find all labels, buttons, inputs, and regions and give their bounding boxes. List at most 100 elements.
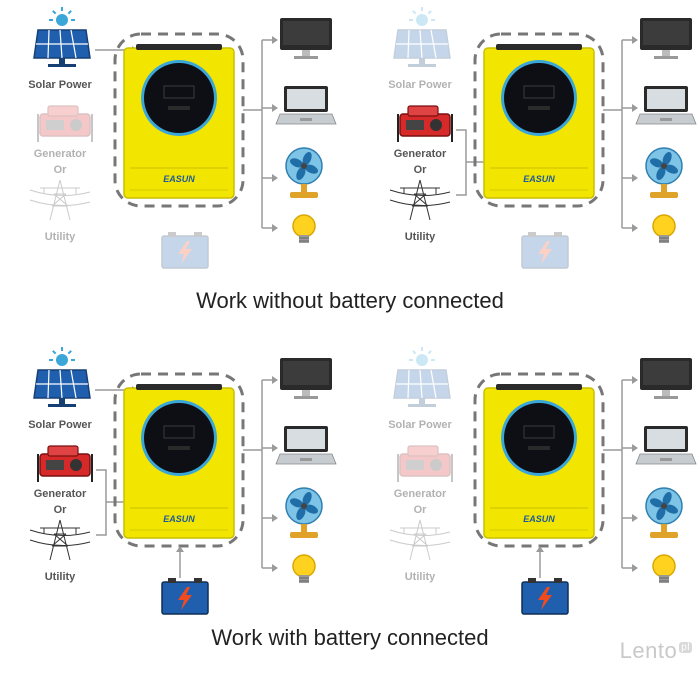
inverter-dashed-frame xyxy=(473,32,605,208)
wire-output-trunk xyxy=(243,40,263,228)
monitor-icon xyxy=(280,358,332,399)
label-generator: Generator xyxy=(394,148,447,160)
battery-icon xyxy=(521,232,569,269)
arrow-battery xyxy=(536,546,544,552)
utility-tower-icon xyxy=(29,519,91,561)
caption-without-battery: Work without battery connected xyxy=(196,288,504,313)
lightning-icon xyxy=(538,587,552,610)
arrow-load xyxy=(632,376,638,384)
sun-icon xyxy=(416,354,428,366)
wire-output-trunk xyxy=(243,380,263,568)
solar-panel-icon xyxy=(33,7,91,67)
laptop-icon xyxy=(275,426,337,465)
bulb-icon xyxy=(292,554,316,583)
label-or: Or xyxy=(54,504,68,516)
laptop-icon xyxy=(275,86,337,125)
label-utility: Utility xyxy=(45,231,76,243)
monitor-icon xyxy=(640,18,692,59)
inverter-dashed-frame xyxy=(113,372,245,548)
fan-icon xyxy=(285,147,323,198)
arrow-load xyxy=(632,514,638,522)
fan-icon xyxy=(645,487,683,538)
label-generator: Generator xyxy=(394,488,447,500)
lightning-icon xyxy=(178,587,192,610)
inverter-dashed-frame xyxy=(113,32,245,208)
utility-tower-icon xyxy=(29,179,91,221)
laptop-icon xyxy=(635,426,697,465)
solar-cells xyxy=(393,369,451,399)
arrow-load xyxy=(272,174,278,182)
wire-output-trunk xyxy=(603,40,623,228)
lightning-icon xyxy=(178,241,192,264)
monitor-icon xyxy=(640,358,692,399)
label-utility: Utility xyxy=(405,571,436,583)
monitor-icon xyxy=(280,18,332,59)
inverter-top-vent xyxy=(136,44,222,50)
sun-icon xyxy=(56,14,68,26)
arrow-load xyxy=(272,514,278,522)
caption-with-battery: Work with battery connected xyxy=(211,625,489,650)
arrow-load xyxy=(632,224,638,232)
label-solar-power: Solar Power xyxy=(388,79,452,91)
arrow-load xyxy=(272,224,278,232)
arrow-load xyxy=(632,564,638,572)
label-or: Or xyxy=(414,164,428,176)
inverter-dashed-frame xyxy=(473,372,605,548)
inverter-unit: EASUN xyxy=(123,44,235,199)
arrow-load xyxy=(632,104,638,112)
bulb-icon xyxy=(652,554,676,583)
label-utility: Utility xyxy=(45,571,76,583)
wire-output-trunk xyxy=(603,380,623,568)
utility-tower-icon xyxy=(389,519,451,561)
battery-icon xyxy=(521,578,569,615)
utility-tower-icon xyxy=(389,179,451,221)
arrow-load xyxy=(272,376,278,384)
laptop-icon xyxy=(635,86,697,125)
bulb-icon xyxy=(652,214,676,243)
inverter-unit: EASUN xyxy=(483,384,595,539)
sun-icon xyxy=(416,14,428,26)
label-or: Or xyxy=(414,504,428,516)
arrow-load xyxy=(272,444,278,452)
lightning-icon xyxy=(538,241,552,264)
label-solar-power: Solar Power xyxy=(388,419,452,431)
arrow-load xyxy=(272,564,278,572)
battery-icon xyxy=(161,578,209,615)
inverter-top-vent xyxy=(496,384,582,390)
brand-logo: EASUN xyxy=(523,174,555,184)
label-or: Or xyxy=(54,164,68,176)
inverter-unit: EASUN xyxy=(483,44,595,199)
label-solar-power: Solar Power xyxy=(28,79,92,91)
fan-icon xyxy=(645,147,683,198)
generator-icon xyxy=(397,445,453,482)
bulb-icon xyxy=(292,214,316,243)
solar-panel-icon xyxy=(393,347,451,407)
arrow-battery xyxy=(176,546,184,552)
generator-icon xyxy=(37,445,93,482)
sun-icon xyxy=(56,354,68,366)
brand-logo: EASUN xyxy=(163,174,195,184)
arrow-load xyxy=(272,36,278,44)
label-generator: Generator xyxy=(34,488,87,500)
arrow-load xyxy=(632,36,638,44)
brand-logo: EASUN xyxy=(523,514,555,524)
solar-cells xyxy=(393,29,451,59)
solar-panel-icon xyxy=(33,347,91,407)
generator-icon xyxy=(397,105,453,142)
label-utility: Utility xyxy=(405,231,436,243)
fan-icon xyxy=(285,487,323,538)
label-solar-power: Solar Power xyxy=(28,419,92,431)
generator-icon xyxy=(37,105,93,142)
solar-panel-icon xyxy=(393,7,451,67)
inverter-unit: EASUN xyxy=(123,384,235,539)
arrow-load xyxy=(632,444,638,452)
battery-icon xyxy=(161,232,209,269)
label-generator: Generator xyxy=(34,148,87,160)
brand-logo: EASUN xyxy=(163,514,195,524)
